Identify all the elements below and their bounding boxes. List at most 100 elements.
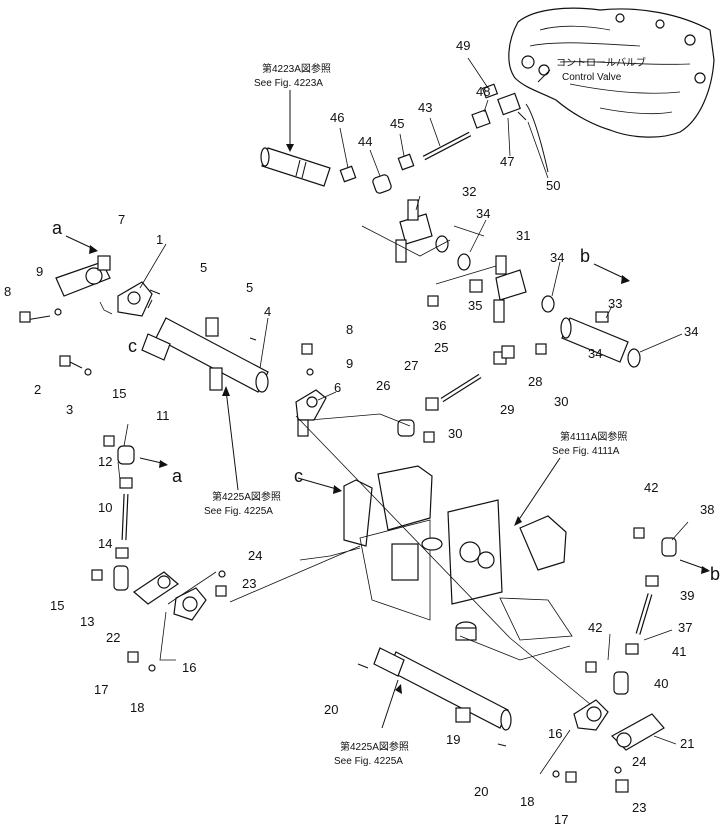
callout-c-1: c <box>128 336 137 356</box>
main-shaft-4 <box>141 317 269 393</box>
part-label: 5 <box>246 280 253 295</box>
part-label: 48 <box>476 84 490 99</box>
part-label: 49 <box>456 38 470 53</box>
part-label: 46 <box>330 110 344 125</box>
part-label: 22 <box>106 630 120 645</box>
part-label: 47 <box>500 154 514 169</box>
part-label: 19 <box>446 732 460 747</box>
ref-fig-4111a-en: See Fig. 4111A <box>552 446 620 457</box>
part-label: 12 <box>98 454 112 469</box>
part-label: 14 <box>98 536 112 551</box>
part-label: 21 <box>680 736 694 751</box>
part-label: 23 <box>632 800 646 815</box>
part-label: 42 <box>644 480 658 495</box>
part-label: 18 <box>520 794 534 809</box>
ref-fig-4223a-jp: 第4223A図参照 <box>262 62 331 75</box>
part-label: 34 <box>476 206 490 221</box>
callout-b-2: b <box>710 564 720 584</box>
ref-fig-4111a-jp: 第4111A図参照 <box>560 430 627 443</box>
part-label: 13 <box>80 614 94 629</box>
part-label: 17 <box>94 682 108 697</box>
part-label: 9 <box>36 264 43 279</box>
part-label: 11 <box>156 408 170 423</box>
leader-lines <box>117 57 689 745</box>
ref-fig-4225a-1-en: See Fig. 4225A <box>204 506 273 517</box>
part-label: 42 <box>588 620 602 635</box>
part-label: 35 <box>468 298 482 313</box>
part-label: 20 <box>324 702 338 717</box>
part-label: 34 <box>550 250 564 265</box>
part-label: 30 <box>448 426 462 441</box>
callout-a-1: a <box>52 218 63 238</box>
part-label: 6 <box>334 380 341 395</box>
part-label: 37 <box>678 620 692 635</box>
rod-43 <box>422 131 472 161</box>
part-label: 30 <box>554 394 568 409</box>
part-label: 50 <box>546 178 560 193</box>
part-label: 17 <box>554 812 568 827</box>
part-label: 26 <box>376 378 390 393</box>
upper-shaft <box>260 147 331 187</box>
part-label: 16 <box>182 660 196 675</box>
ref-fig-4225a-1-jp: 第4225A図参照 <box>212 490 281 503</box>
callout-a-2: a <box>172 466 183 486</box>
clevis-assembly <box>471 83 549 173</box>
ref-fig-4223a-en: See Fig. 4223A <box>254 78 323 89</box>
part-label: 8 <box>4 284 11 299</box>
part-label: 10 <box>98 500 112 515</box>
part-label: 38 <box>700 502 714 517</box>
part-label: 24 <box>248 548 262 563</box>
ref-fig-4225a-2-en: See Fig. 4225A <box>334 756 403 767</box>
part-label: 18 <box>130 700 144 715</box>
part-label: 15 <box>112 386 126 401</box>
part-label: 8 <box>346 322 353 337</box>
part-label: 43 <box>418 100 432 115</box>
lever-32 <box>395 199 449 263</box>
bracket-1 <box>117 281 153 317</box>
part-label: 34 <box>588 346 602 361</box>
part-label: 41 <box>672 644 686 659</box>
part-label: 44 <box>358 134 372 149</box>
part-label: 3 <box>66 402 73 417</box>
part-label: 5 <box>200 260 207 275</box>
callout-c-2: c <box>294 466 303 486</box>
callout-b-1: b <box>580 246 590 266</box>
part-label: 36 <box>432 318 446 333</box>
part-label: 25 <box>434 340 448 355</box>
control-valve-en: Control Valve <box>562 72 622 83</box>
part-label: 16 <box>548 726 562 741</box>
part-label: 31 <box>516 228 530 243</box>
part-label: 28 <box>528 374 542 389</box>
part-label: 4 <box>264 304 271 319</box>
frame-assembly <box>229 465 573 661</box>
part-label: 2 <box>34 382 41 397</box>
part-label: 40 <box>654 676 668 691</box>
part-label: 33 <box>608 296 622 311</box>
part-label: 7 <box>118 212 125 227</box>
left-linkage <box>91 435 227 672</box>
lever-31 <box>457 253 555 323</box>
lever-7 <box>55 255 111 297</box>
control-valve-jp: コントロールバルブ <box>556 56 646 69</box>
part-label: 1 <box>156 232 163 247</box>
ref-fig-4225a-2-jp: 第4225A図参照 <box>340 740 409 753</box>
roller-33 <box>560 311 641 368</box>
part-label: 45 <box>390 116 404 131</box>
part-label: 39 <box>680 588 694 603</box>
part-label: 32 <box>462 184 476 199</box>
control-valve <box>508 7 715 138</box>
part-label: 15 <box>50 598 64 613</box>
part-label: 24 <box>632 754 646 769</box>
part-label: 29 <box>500 402 514 417</box>
part-label: 9 <box>346 356 353 371</box>
part-label: 27 <box>404 358 418 373</box>
bracket-6 <box>295 389 327 437</box>
part-label: 23 <box>242 576 256 591</box>
part-number-labels: 1 2 3 4 5 5 6 7 8 8 9 9 10 11 12 13 14 1… <box>4 38 714 827</box>
part-label: 34 <box>684 324 698 339</box>
part-label: 20 <box>474 784 488 799</box>
lower-shaft-19 <box>373 647 512 731</box>
right-linkage <box>552 527 677 793</box>
